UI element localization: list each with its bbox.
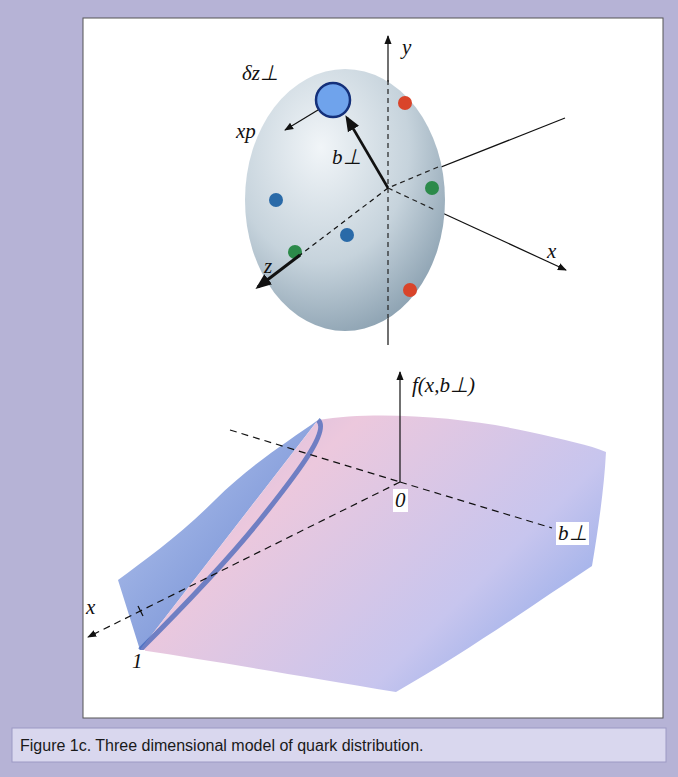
momentum-label: xp — [234, 120, 258, 143]
axis-label: b⊥ — [556, 522, 589, 545]
figure-panel — [83, 18, 663, 718]
distribution-surface — [118, 416, 606, 692]
partons — [269, 83, 439, 297]
tick-label: 1 — [130, 650, 145, 673]
function-label: f(x,b⊥) — [410, 374, 477, 397]
z-arrow — [258, 255, 300, 287]
axis-label: z — [262, 255, 274, 278]
axis-label: x — [84, 596, 97, 619]
nucleon-ellipsoid — [245, 69, 445, 331]
parton-size-label: δz⊥ — [240, 62, 280, 85]
plot-axes — [88, 372, 552, 637]
axis-label: y — [400, 36, 413, 59]
hidden-axes — [388, 80, 438, 318]
axis-label: x — [545, 240, 558, 263]
momentum-arrow — [285, 110, 318, 130]
origin-label: 0 — [393, 489, 408, 512]
figure-caption: Figure 1c. Three dimensional model of qu… — [20, 736, 423, 755]
impact-parameter-label: b⊥ — [330, 146, 363, 169]
caption-band — [12, 728, 666, 762]
